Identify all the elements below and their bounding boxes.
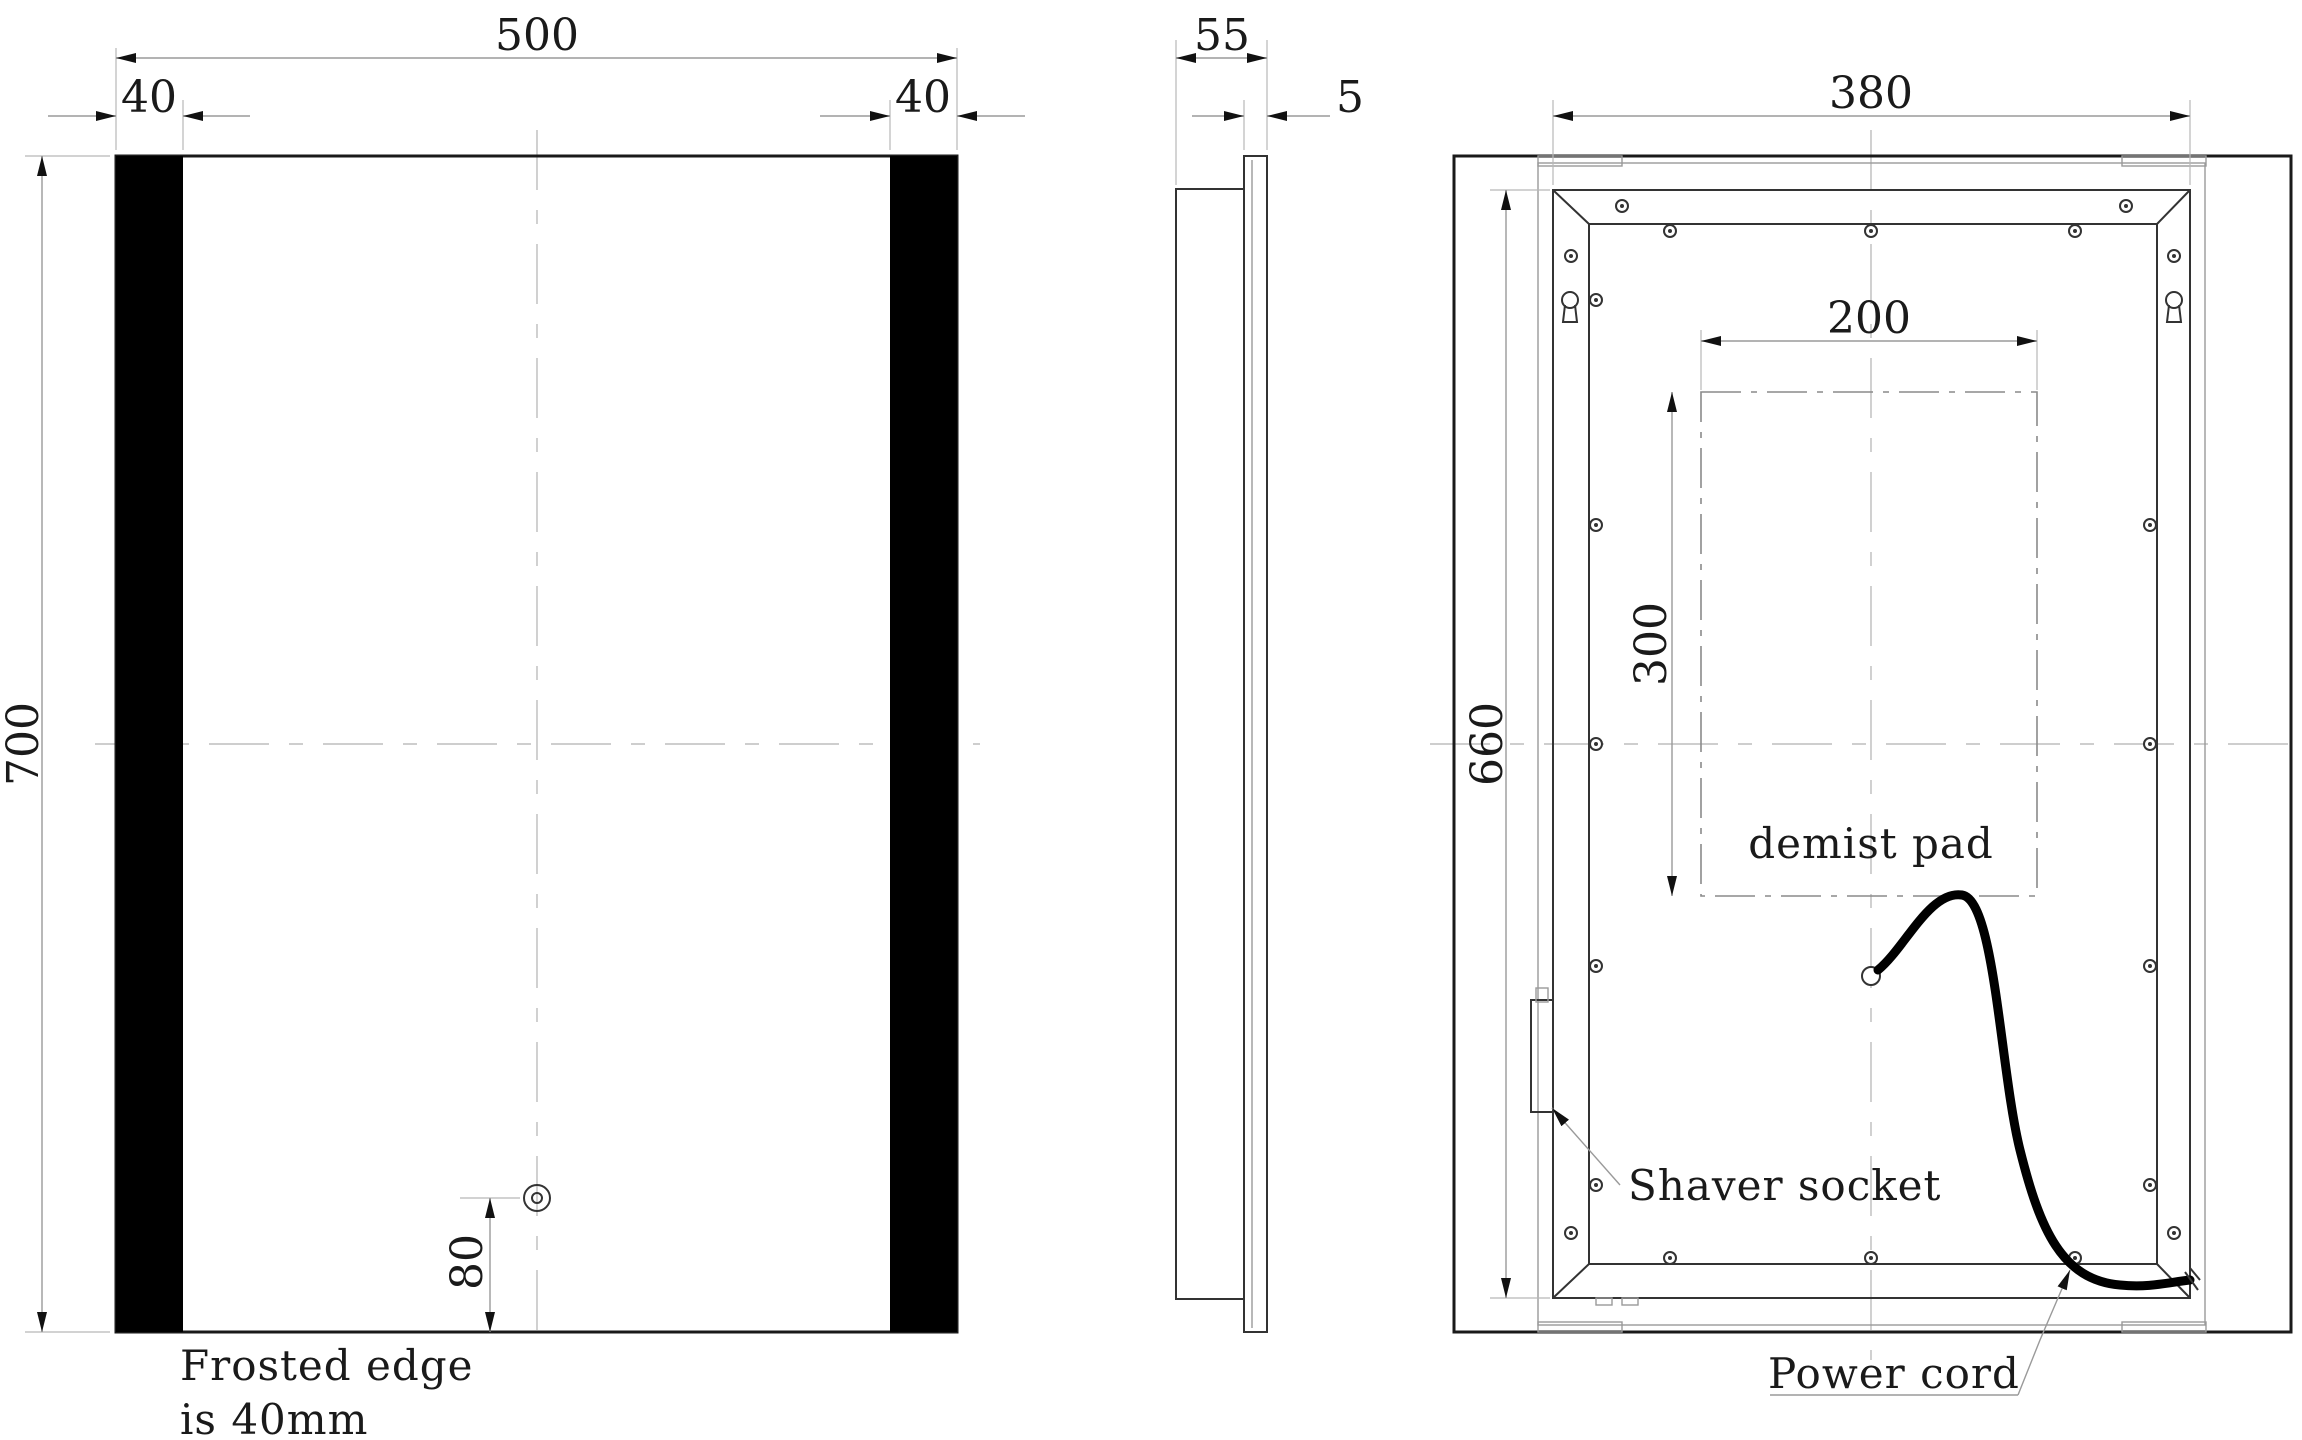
screw-center — [1594, 1183, 1598, 1187]
side-view: 55 5 — [1175, 10, 1364, 1333]
left-frosted-strip — [116, 156, 183, 1332]
screw-center — [2073, 1256, 2077, 1260]
frame-miter — [1552, 189, 1590, 225]
keyhole-icon — [2165, 291, 2183, 323]
screw-center — [2124, 204, 2128, 208]
screw-center — [2172, 1231, 2176, 1235]
bracket — [2121, 1321, 2207, 1333]
depth-dimension-label: 55 — [1194, 10, 1250, 61]
frame-miter — [1552, 1263, 1590, 1299]
screw-center — [1594, 742, 1598, 746]
shaver-socket-label: Shaver socket — [1628, 1161, 1941, 1210]
demist-pad-label: demist pad — [1748, 819, 1994, 868]
screw-center — [2148, 964, 2152, 968]
left-strip-dimension-label: 40 — [121, 72, 177, 123]
screw-center — [2073, 229, 2077, 233]
body-profile — [1175, 188, 1245, 1300]
glass-dimension-label: 5 — [1336, 72, 1364, 123]
keyhole-icon — [1561, 291, 1579, 323]
screw-center — [1594, 964, 1598, 968]
screw-center — [1668, 1256, 1672, 1260]
frame-miter — [2156, 189, 2191, 225]
screw-center — [2172, 254, 2176, 258]
screw-center — [1668, 229, 1672, 233]
frame-height-dimension-label: 660 — [1462, 702, 1513, 786]
pad-width-dimension-label: 200 — [1827, 293, 1911, 344]
screw-center — [2148, 523, 2152, 527]
sensor-inner — [531, 1192, 543, 1204]
sensor-icon — [523, 1184, 551, 1212]
bracket — [1537, 1321, 1623, 1333]
screw-center — [1569, 254, 1573, 258]
bracket — [1537, 155, 1623, 167]
frame-width-dimension-label: 380 — [1829, 68, 1913, 119]
screw-center — [1594, 523, 1598, 527]
height-dimension-label: 700 — [0, 702, 49, 786]
shaver-socket-leader — [1551, 1107, 1621, 1186]
front-view: 500 40 40 700 80 Frosted edge is 40mm — [0, 10, 1025, 1440]
screw-set — [1564, 199, 2181, 1306]
frosted-edge-note-line2: is 40mm — [180, 1395, 368, 1440]
back-view: demist pad Shaver socket Power cord 380 … — [1430, 68, 2302, 1398]
shaver-socket-tab — [1535, 987, 1549, 1003]
screw-center — [1869, 229, 1873, 233]
screw-center — [2148, 742, 2152, 746]
frame-outer — [1537, 162, 2206, 1326]
frame-foot — [1621, 1297, 1639, 1306]
screw-center — [1869, 1256, 1873, 1260]
bracket — [2121, 155, 2207, 167]
shaver-socket — [1530, 999, 1554, 1113]
width-dimension-label: 500 — [495, 10, 579, 61]
frame-foot — [1595, 1297, 1613, 1306]
glass-profile — [1243, 155, 1268, 1333]
pad-height-dimension-label: 300 — [1626, 602, 1677, 686]
sensor-offset-dimension-label: 80 — [442, 1234, 493, 1290]
screw-center — [1569, 1231, 1573, 1235]
back-mirror-outline — [1452, 154, 2293, 1334]
screw-center — [2148, 1183, 2152, 1187]
screw-center — [1594, 298, 1598, 302]
right-frosted-strip — [890, 156, 957, 1332]
cord-end — [2184, 1267, 2201, 1291]
power-cord-label: Power cord — [1768, 1349, 2020, 1398]
right-strip-dimension-label: 40 — [895, 72, 951, 123]
power-cord-leader — [2017, 1269, 2071, 1396]
frosted-edge-note-line1: Frosted edge — [180, 1341, 474, 1390]
screw-center — [1620, 204, 1624, 208]
power-cord — [1873, 890, 2195, 1291]
frame-mid — [1552, 189, 2191, 1299]
demist-pad-outline — [1700, 391, 2038, 897]
